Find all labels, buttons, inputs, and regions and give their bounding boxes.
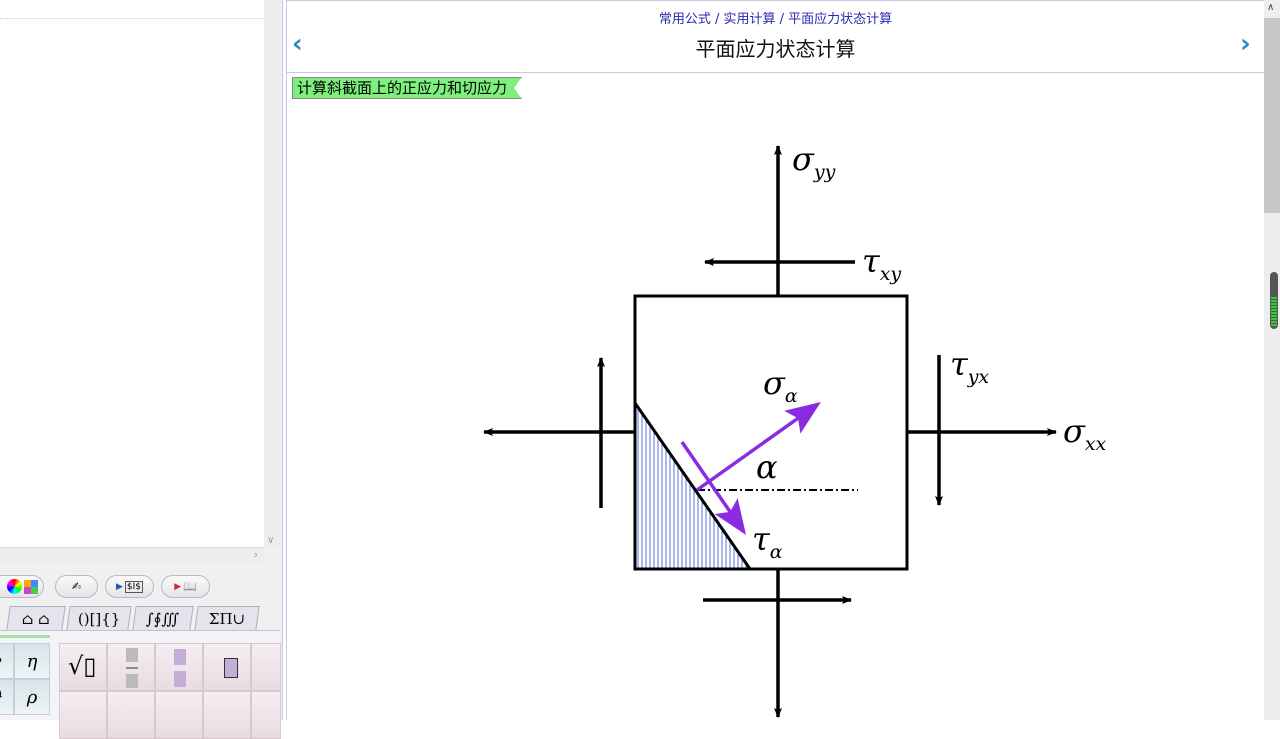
alpha-angle-label: α <box>756 448 778 486</box>
superscript-template[interactable] <box>203 643 251 691</box>
list-vertical-scrollbar[interactable]: ∨ <box>264 0 280 548</box>
zoom-slider[interactable] <box>1270 272 1278 329</box>
prev-button[interactable]: ‹ <box>292 29 303 59</box>
tau-yx-label: τyx <box>950 345 989 388</box>
superscript-icon <box>224 658 238 678</box>
symbol-gamma[interactable]: γ <box>0 643 14 679</box>
sigma-xx-label: σxx <box>1063 412 1107 455</box>
book-button[interactable]: ▶📖 <box>161 575 210 598</box>
section-tag: 计算斜截面上的正应力和切应力 <box>292 77 522 99</box>
play-icon: ▶ <box>174 581 182 592</box>
stack-icon <box>174 649 186 687</box>
symbol-rho[interactable]: ρ <box>14 679 50 715</box>
divider <box>287 72 1265 73</box>
content-vertical-scrollbar[interactable]: ∧ <box>1264 0 1280 720</box>
divider <box>0 18 264 19</box>
color-picker-button[interactable] <box>0 575 44 598</box>
sigma-yy-label: σyy <box>792 140 836 183</box>
item-list[interactable] <box>0 0 264 548</box>
sigma-alpha-arrow <box>695 401 821 492</box>
fraction-template[interactable] <box>107 643 155 691</box>
tau-alpha-arrow <box>680 441 746 535</box>
sigma-alpha-label: σα <box>763 364 798 407</box>
divider <box>0 635 50 638</box>
page-title: 平面应力状态计算 <box>695 37 856 61</box>
symbol-eta[interactable]: η <box>14 643 50 679</box>
chevron-down-icon[interactable]: ∨ <box>267 535 275 546</box>
pen-icon: ✍ <box>71 580 82 593</box>
chevron-right-icon[interactable]: › <box>253 548 258 561</box>
color-wheel-icon <box>6 579 22 594</box>
fraction-icon <box>126 648 138 688</box>
subscript-template[interactable] <box>251 643 281 691</box>
symbol-theta[interactable]: ϑ <box>0 679 14 715</box>
left-panel: ∨ › ✍ ▶$I$ ▶📖 ⌂ ⌂ ()[]{} ∫∮∭ ΣΠ∪ γ η ϑ ρ… <box>0 0 283 739</box>
sqrt-icon: √▯ <box>68 652 97 680</box>
content-panel: 常用公式 / 实用计算 / 平面应力状态计算 平面应力状态计算 ‹ › 计算斜截… <box>286 0 1265 720</box>
sqrt-template[interactable]: √▯ <box>59 643 107 691</box>
next-button[interactable]: › <box>1240 29 1251 59</box>
zoom-level-indicator <box>1271 297 1277 327</box>
inclined-section-line <box>633 402 752 570</box>
book-icon: 📖 <box>183 580 197 593</box>
tau-alpha-label: τα <box>752 520 783 563</box>
breadcrumb[interactable]: 常用公式 / 实用计算 / 平面应力状态计算 <box>658 12 893 27</box>
play-icon: ▶ <box>115 581 123 592</box>
scrollbar-thumb[interactable] <box>1264 18 1280 213</box>
convert-button[interactable]: ▶$I$ <box>105 575 154 598</box>
edit-button[interactable]: ✍ <box>55 575 98 598</box>
palette-grid-icon <box>23 579 38 594</box>
element-square <box>633 294 909 571</box>
list-horizontal-scrollbar[interactable]: › <box>0 548 264 564</box>
dollar-box-icon: $I$ <box>124 580 144 593</box>
stack-template[interactable] <box>155 643 203 691</box>
chevron-up-icon[interactable]: ∧ <box>1267 2 1275 13</box>
tau-xy-label: τxy <box>862 242 901 285</box>
stress-diagram: σyy τxy τyx σxx σα τα α <box>483 140 1107 718</box>
